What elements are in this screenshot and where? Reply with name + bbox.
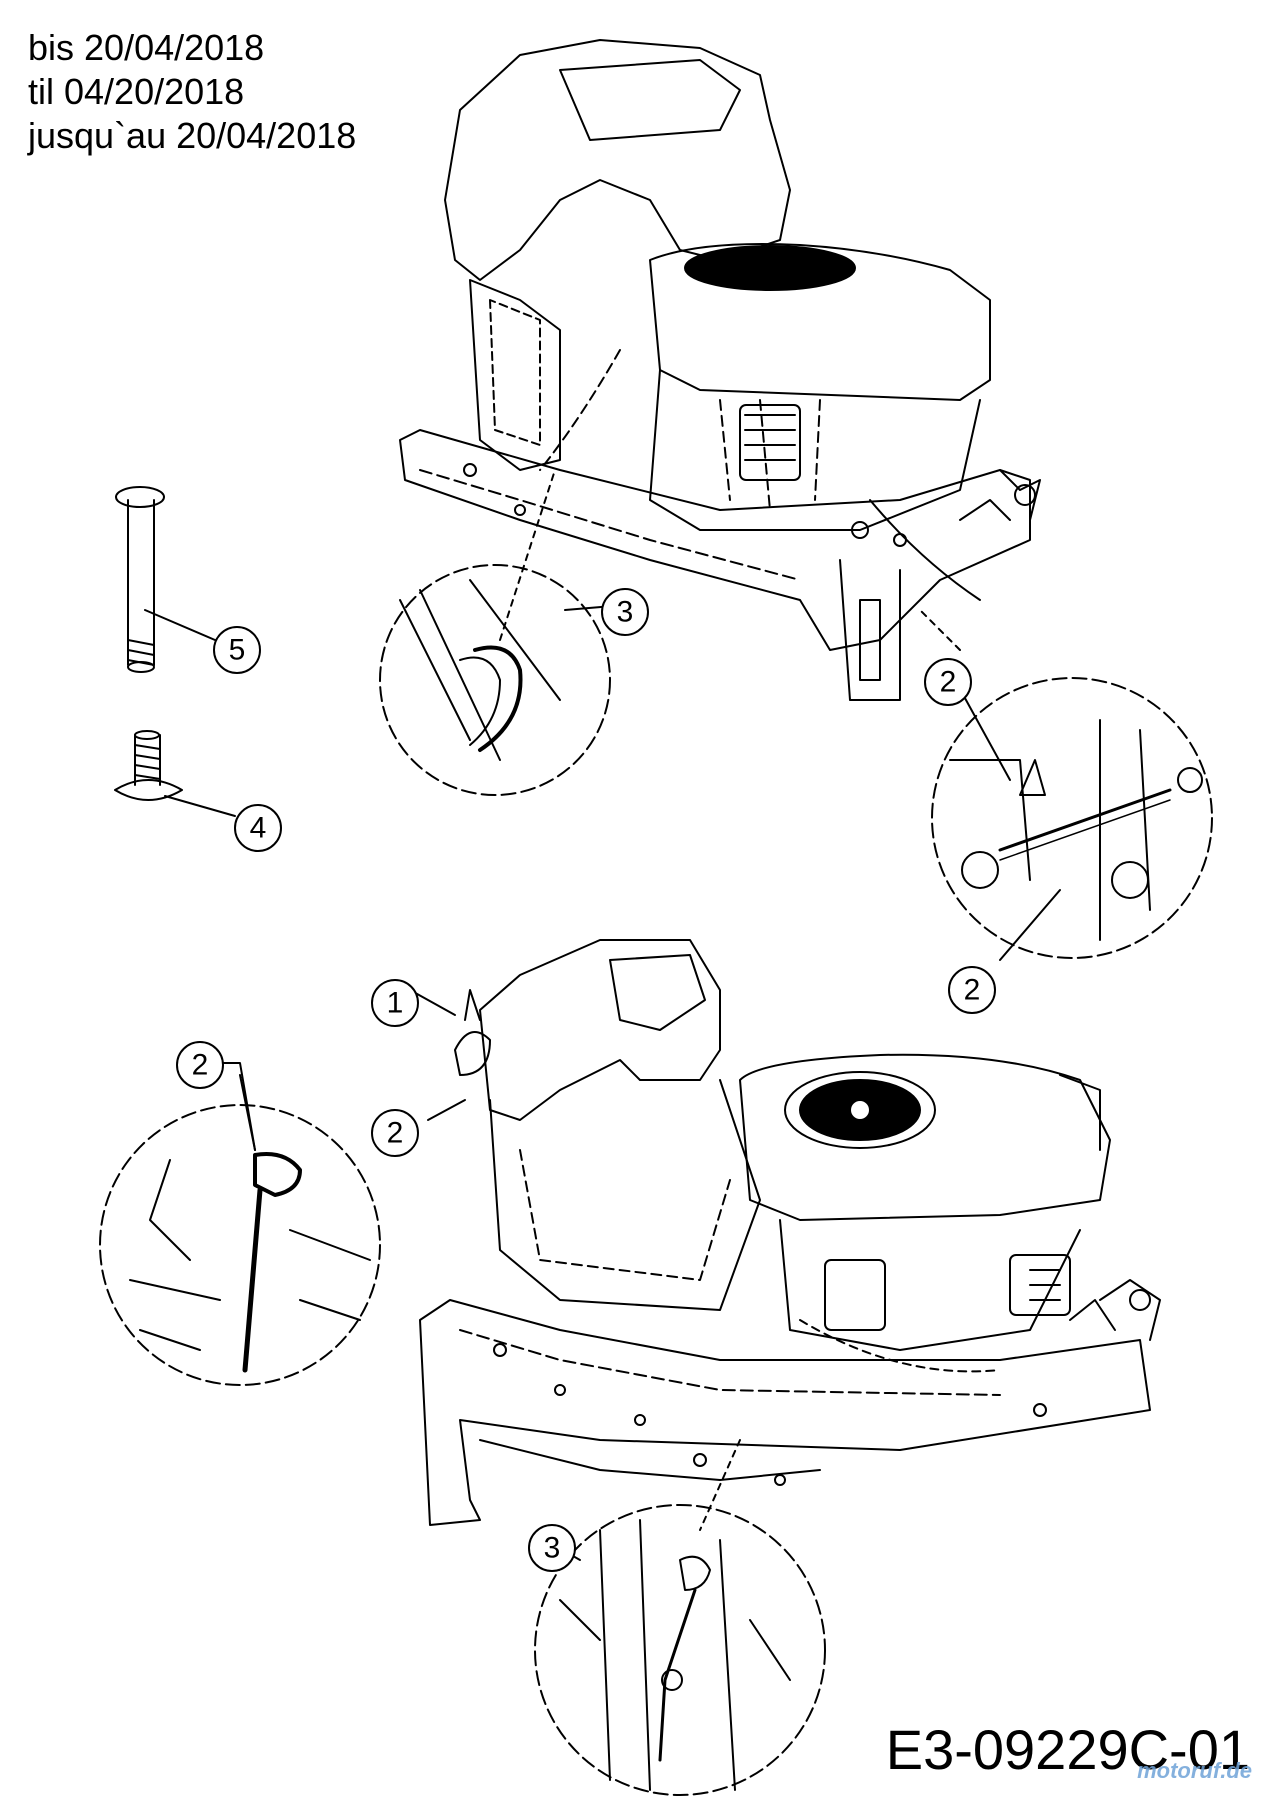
callout-2-right-detail <box>948 966 996 1014</box>
callout-2-right-detail-label: 2 <box>964 974 981 1007</box>
callout-2-lower-left <box>176 1041 224 1089</box>
leader-2-seat <box>427 1099 466 1121</box>
detail-circle-right <box>919 609 1213 961</box>
callout-5-label: 5 <box>229 634 246 667</box>
bottom-assembly-drawing <box>419 939 1161 1531</box>
callout-2-seat <box>371 1109 419 1157</box>
callout-3-bottom-label: 3 <box>544 1532 561 1565</box>
callout-1-label: 1 <box>387 987 404 1020</box>
detail-circle-lower-left <box>99 1074 381 1386</box>
callout-3-right-detail-label: 2 <box>940 666 957 699</box>
callout-5 <box>213 626 261 674</box>
leader-1 <box>409 989 456 1016</box>
leader-2-lower-left <box>221 1062 256 1151</box>
callout-4-label: 4 <box>250 812 267 845</box>
validity-header: bis 20/04/2018 til 04/20/2018 jusqu`au 2… <box>28 26 356 158</box>
callout-2-seat-label: 2 <box>387 1117 404 1150</box>
screw-part-4 <box>114 730 236 817</box>
bolt-part-5 <box>115 486 216 673</box>
detail-circle-upper-left <box>379 469 626 796</box>
drawing-number: E3-09229C-01 <box>885 1718 1250 1781</box>
watermark-logo: motoruf.de <box>1137 1758 1252 1783</box>
top-assembly-drawing <box>399 39 1041 701</box>
callout-3-right-detail <box>924 658 972 706</box>
validity-line-fr: jusqu`au 20/04/2018 <box>28 115 357 156</box>
callout-3-upper-left <box>601 588 649 636</box>
callout-2-lower-left-label: 2 <box>192 1049 209 1082</box>
callout-1 <box>371 979 419 1027</box>
callout-4 <box>234 804 282 852</box>
detail-circle-bottom <box>534 1504 826 1796</box>
callout-3-bottom <box>528 1524 576 1572</box>
validity-line-en: til 04/20/2018 <box>28 71 245 112</box>
callout-3-upper-left-label: 3 <box>617 596 634 629</box>
validity-line-de: bis 20/04/2018 <box>28 27 265 68</box>
